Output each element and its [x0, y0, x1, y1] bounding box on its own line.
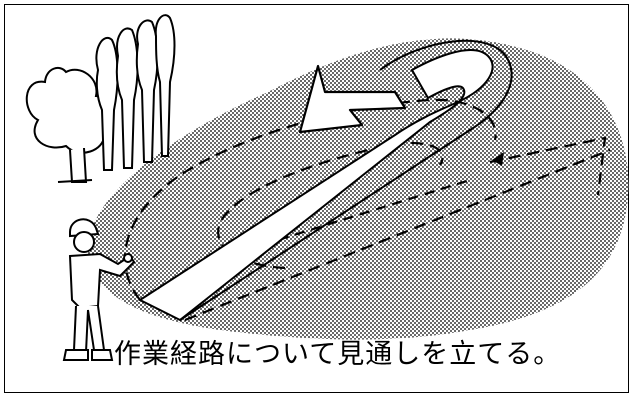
- dashed-route-arrow-icon: [492, 152, 504, 166]
- u-turn-strip: [137, 49, 494, 322]
- trees-icon: [25, 14, 176, 183]
- u-turn-outer-edge: [179, 39, 513, 321]
- right-dashed-route: [489, 136, 607, 196]
- illustration-frame: [4, 4, 629, 393]
- worker-figure-icon: [62, 218, 136, 361]
- route-arrow-icon: [298, 64, 407, 134]
- caption-text: 作業経路について見通しを立てる。: [114, 339, 562, 370]
- outer-dashed-route: [123, 98, 497, 301]
- lower-dashed-route: [184, 148, 611, 322]
